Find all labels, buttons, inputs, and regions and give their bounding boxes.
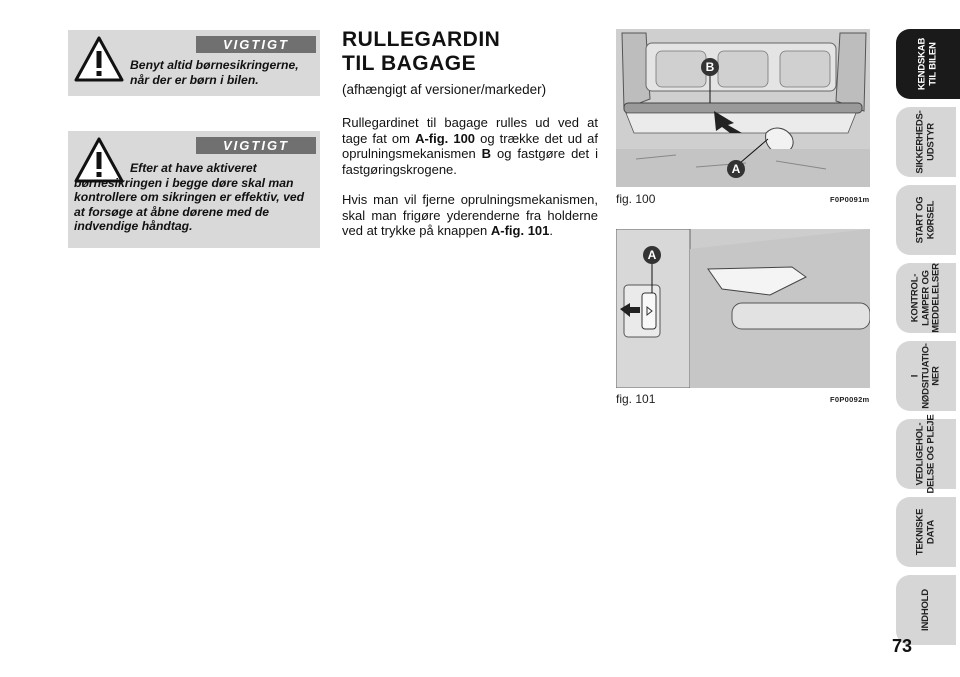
- tab-label: I NØDSITUATIO- NER: [909, 343, 942, 409]
- warning-text: Benyt altid børnesikringerne, når der er…: [130, 58, 299, 87]
- callout-label: B: [706, 60, 715, 74]
- warning-text: Efter at have aktiveret børnesikringen i…: [74, 161, 305, 233]
- tab-sikkerhedsudstyr[interactable]: SIKKERHEDS- UDSTYR: [896, 107, 956, 177]
- warning-box-2: VIGTIGT Efter at have aktiveret børnesik…: [68, 131, 320, 248]
- warning-banner: VIGTIGT: [196, 36, 316, 53]
- tab-label: KONTROL- LAMPER OG MEDDELELSER: [909, 263, 942, 333]
- warning-banner: VIGTIGT: [196, 137, 316, 154]
- release-button-illustration: A: [616, 229, 870, 388]
- tab-label: VEDLIGEHOL- DELSE OG PLEJE: [914, 414, 937, 494]
- tab-vedligeholdelse[interactable]: VEDLIGEHOL- DELSE OG PLEJE: [896, 414, 956, 494]
- paragraph-text: Hvis man vil fjerne oprulningsmekanismen…: [342, 192, 598, 238]
- tab-tekniske-data[interactable]: TEKNISKE DATA: [896, 497, 956, 567]
- warning-triangle-icon: [74, 36, 124, 82]
- paragraph-text: .: [549, 223, 554, 238]
- paragraph-text: og trække det ud af oprulningsmekanismen: [342, 130, 599, 162]
- figure-code: F0P0092m: [830, 395, 870, 404]
- warning-triangle-icon: [74, 137, 124, 183]
- paragraph-text: og fastgøre det i fastgøringskrogene.: [342, 146, 598, 177]
- tab-i-nodsituationer[interactable]: I NØDSITUATIO- NER: [896, 341, 956, 411]
- figure-code: F0P0091m: [830, 195, 870, 204]
- section-title-line2: TIL BAGAGE: [342, 52, 477, 75]
- tab-start-og-korsel[interactable]: START OG KØRSEL: [896, 185, 956, 255]
- tab-kontrollamper[interactable]: KONTROL- LAMPER OG MEDDELELSER: [896, 263, 956, 333]
- figure-reference: A-fig. 100: [415, 130, 476, 146]
- warning-box-1: VIGTIGT Benyt altid børnesikringerne, nå…: [68, 30, 320, 96]
- section-title: RULLEGARDIN TIL BAGAGE: [342, 28, 500, 76]
- figure-caption: fig. 100: [616, 192, 656, 206]
- figure-100-image: B A: [616, 29, 870, 187]
- section-title-line1: RULLEGARDIN: [342, 28, 501, 51]
- figure-101-image: A: [616, 229, 870, 388]
- tab-label: START OG KØRSEL: [914, 196, 937, 244]
- figure-caption: fig. 101: [616, 392, 656, 406]
- tab-label: KENDSKAB TIL BILEN: [916, 37, 939, 91]
- paragraph-1: Rullegardinet til bagage rulles ud ved a…: [342, 115, 598, 177]
- tab-label: TEKNISKE DATA: [914, 508, 937, 556]
- page-number: 73: [892, 636, 913, 656]
- paragraph-text: Rullegardinet til bagage rulles ud ved a…: [342, 115, 598, 146]
- section-subtitle: (afhængigt af versioner/markeder): [342, 82, 547, 97]
- tab-indhold[interactable]: INDHOLD: [896, 575, 956, 645]
- part-reference: B: [481, 146, 492, 161]
- callout-label: A: [648, 248, 657, 262]
- paragraph-2: Hvis man vil fjerne oprulningsmekanismen…: [342, 192, 598, 239]
- tab-kendskab-til-bilen[interactable]: KENDSKAB TIL BILEN: [896, 29, 960, 99]
- figure-reference: A-fig. 101: [490, 223, 550, 238]
- callout-label: A: [732, 162, 741, 176]
- luggage-cover-illustration: B A: [616, 29, 870, 187]
- tab-label: SIKKERHEDS- UDSTYR: [914, 110, 937, 174]
- tab-label: INDHOLD: [919, 589, 931, 631]
